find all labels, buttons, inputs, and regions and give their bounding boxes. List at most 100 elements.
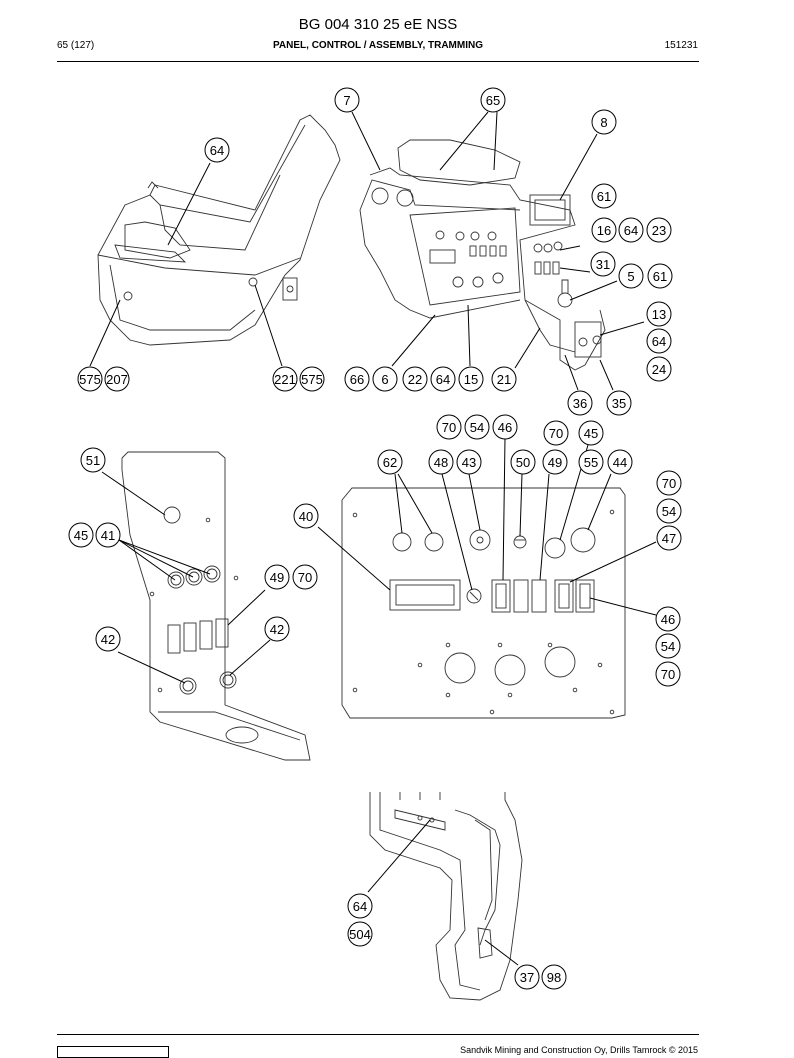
callout: 504 xyxy=(347,921,373,947)
callout: 66 xyxy=(344,366,370,392)
svg-text:36: 36 xyxy=(573,396,587,411)
side-plate-drawing xyxy=(121,451,311,761)
svg-text:15: 15 xyxy=(464,372,478,387)
callout: 61 xyxy=(591,183,617,209)
svg-text:21: 21 xyxy=(497,372,511,387)
svg-text:31: 31 xyxy=(596,257,610,272)
callout: 54 xyxy=(464,414,490,440)
svg-text:70: 70 xyxy=(661,667,675,682)
callout: 23 xyxy=(646,217,672,243)
callout: 36 xyxy=(567,390,593,416)
svg-text:37: 37 xyxy=(520,970,534,985)
callout: 40 xyxy=(293,503,319,529)
callout: 55 xyxy=(578,449,604,475)
callout: 575 xyxy=(77,366,103,392)
callout: 13 xyxy=(646,301,672,327)
svg-text:23: 23 xyxy=(652,223,666,238)
svg-text:66: 66 xyxy=(350,372,364,387)
callout: 31 xyxy=(590,251,616,277)
callout: 22 xyxy=(402,366,428,392)
svg-text:54: 54 xyxy=(662,504,676,519)
svg-text:43: 43 xyxy=(462,455,476,470)
svg-text:49: 49 xyxy=(270,570,284,585)
callout: 16 xyxy=(591,217,617,243)
svg-text:64: 64 xyxy=(652,334,666,349)
document-title: BG 004 310 25 eE NSS xyxy=(298,16,458,33)
callout: 47 xyxy=(656,525,682,551)
rear-detail-drawing xyxy=(369,792,523,1001)
svg-text:64: 64 xyxy=(436,372,450,387)
callout: 221 xyxy=(272,366,298,392)
callout: 45 xyxy=(578,420,604,446)
svg-text:40: 40 xyxy=(299,509,313,524)
callout: 37 xyxy=(514,964,540,990)
svg-text:64: 64 xyxy=(353,899,367,914)
svg-text:46: 46 xyxy=(498,420,512,435)
callout: 64 xyxy=(430,366,456,392)
callout: 207 xyxy=(104,366,130,392)
svg-text:22: 22 xyxy=(408,372,422,387)
header-rule xyxy=(57,61,699,62)
svg-text:49: 49 xyxy=(548,455,562,470)
callout: 61 xyxy=(647,263,673,289)
svg-text:62: 62 xyxy=(383,455,397,470)
svg-text:64: 64 xyxy=(624,223,638,238)
svg-text:70: 70 xyxy=(662,476,676,491)
svg-text:41: 41 xyxy=(101,528,115,543)
svg-text:70: 70 xyxy=(442,420,456,435)
callout: 35 xyxy=(606,390,632,416)
svg-text:61: 61 xyxy=(653,269,667,284)
svg-text:46: 46 xyxy=(661,612,675,627)
callout: 64 xyxy=(347,893,373,919)
svg-text:24: 24 xyxy=(652,362,666,377)
callout: 64 xyxy=(618,217,644,243)
svg-text:44: 44 xyxy=(613,455,627,470)
callout: 46 xyxy=(492,414,518,440)
footer-copyright: Sandvik Mining and Construction Oy, Dril… xyxy=(460,1045,698,1055)
callout: 575 xyxy=(299,366,325,392)
leader-lines xyxy=(89,111,657,966)
svg-text:8: 8 xyxy=(600,115,607,130)
callout: 44 xyxy=(607,449,633,475)
instrument-plate-drawing xyxy=(341,487,626,719)
callout: 42 xyxy=(95,626,121,652)
svg-text:13: 13 xyxy=(652,307,666,322)
svg-text:55: 55 xyxy=(584,455,598,470)
svg-text:45: 45 xyxy=(584,426,598,441)
svg-text:575: 575 xyxy=(301,372,323,387)
svg-text:54: 54 xyxy=(661,639,675,654)
svg-text:45: 45 xyxy=(74,528,88,543)
footer-rule xyxy=(57,1034,699,1035)
svg-text:48: 48 xyxy=(434,455,448,470)
callout: 50 xyxy=(510,449,536,475)
callout: 24 xyxy=(646,356,672,382)
svg-text:6: 6 xyxy=(381,372,388,387)
document-code: 151231 xyxy=(664,40,698,51)
callout: 41 xyxy=(95,522,121,548)
callout: 54 xyxy=(656,498,682,524)
callout: 70 xyxy=(436,414,462,440)
callout: 64 xyxy=(646,328,672,354)
svg-text:98: 98 xyxy=(547,970,561,985)
svg-text:47: 47 xyxy=(662,531,676,546)
callout: 48 xyxy=(428,449,454,475)
svg-text:7: 7 xyxy=(343,93,350,108)
callout: 45 xyxy=(68,522,94,548)
svg-text:64: 64 xyxy=(210,143,224,158)
page-number: 65 (127) xyxy=(57,40,95,51)
callout: 7 xyxy=(334,87,360,113)
callout: 70 xyxy=(292,564,318,590)
control-panel-assembly-drawing xyxy=(359,139,606,371)
callout: 49 xyxy=(542,449,568,475)
callout: 51 xyxy=(80,447,106,473)
svg-text:70: 70 xyxy=(549,426,563,441)
callout: 54 xyxy=(655,633,681,659)
callout: 5 xyxy=(618,263,644,289)
callout: 70 xyxy=(655,661,681,687)
svg-text:50: 50 xyxy=(516,455,530,470)
callout: 62 xyxy=(377,449,403,475)
svg-text:42: 42 xyxy=(101,632,115,647)
svg-text:575: 575 xyxy=(79,372,101,387)
callout: 65 xyxy=(480,87,506,113)
